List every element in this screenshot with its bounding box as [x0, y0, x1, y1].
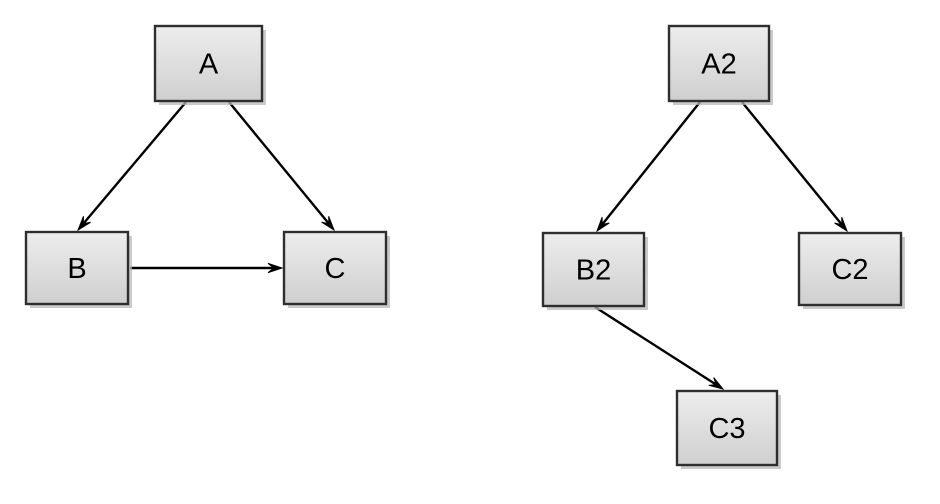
arrowhead-icon	[76, 216, 91, 232]
node-label: B	[67, 253, 86, 285]
node-box[interactable]	[282, 230, 388, 306]
node-c[interactable]: C	[282, 230, 390, 308]
edge-line	[82, 101, 187, 225]
node-b[interactable]: B	[24, 230, 132, 308]
edge-line	[228, 101, 331, 225]
edge-line	[600, 101, 701, 226]
node-label: C2	[831, 254, 868, 286]
node-box[interactable]	[675, 389, 779, 467]
node-box[interactable]	[667, 24, 771, 103]
node-c2[interactable]: C2	[797, 231, 905, 309]
node-label: C	[325, 253, 346, 285]
node-label: C3	[708, 413, 745, 445]
node-b2[interactable]: B2	[541, 231, 648, 310]
arrowhead-icon	[267, 262, 284, 274]
edge-line	[741, 101, 844, 226]
arrowhead-icon	[321, 216, 336, 232]
edge-b2-c3[interactable]	[594, 305, 725, 390]
edge-b-c[interactable]	[130, 262, 284, 274]
edge-a2-b2[interactable]	[596, 101, 701, 233]
node-c3[interactable]: C3	[675, 389, 781, 469]
edges-layer	[76, 101, 849, 390]
node-label: B2	[576, 255, 611, 287]
edge-a2-c2[interactable]	[741, 101, 849, 233]
edge-a-b[interactable]	[76, 101, 187, 232]
arrowhead-icon	[596, 217, 610, 233]
node-label: A	[199, 49, 219, 81]
node-box[interactable]	[24, 230, 130, 306]
arrowhead-icon	[834, 217, 849, 233]
node-a2[interactable]: A2	[667, 24, 773, 105]
node-label: A2	[701, 49, 736, 81]
node-a[interactable]: A	[153, 24, 266, 105]
node-box[interactable]	[797, 231, 903, 307]
edge-a-c[interactable]	[228, 101, 336, 232]
node-box[interactable]	[541, 231, 646, 308]
edge-line	[594, 305, 718, 386]
node-box[interactable]	[153, 24, 264, 103]
arrowhead-icon	[708, 377, 725, 390]
